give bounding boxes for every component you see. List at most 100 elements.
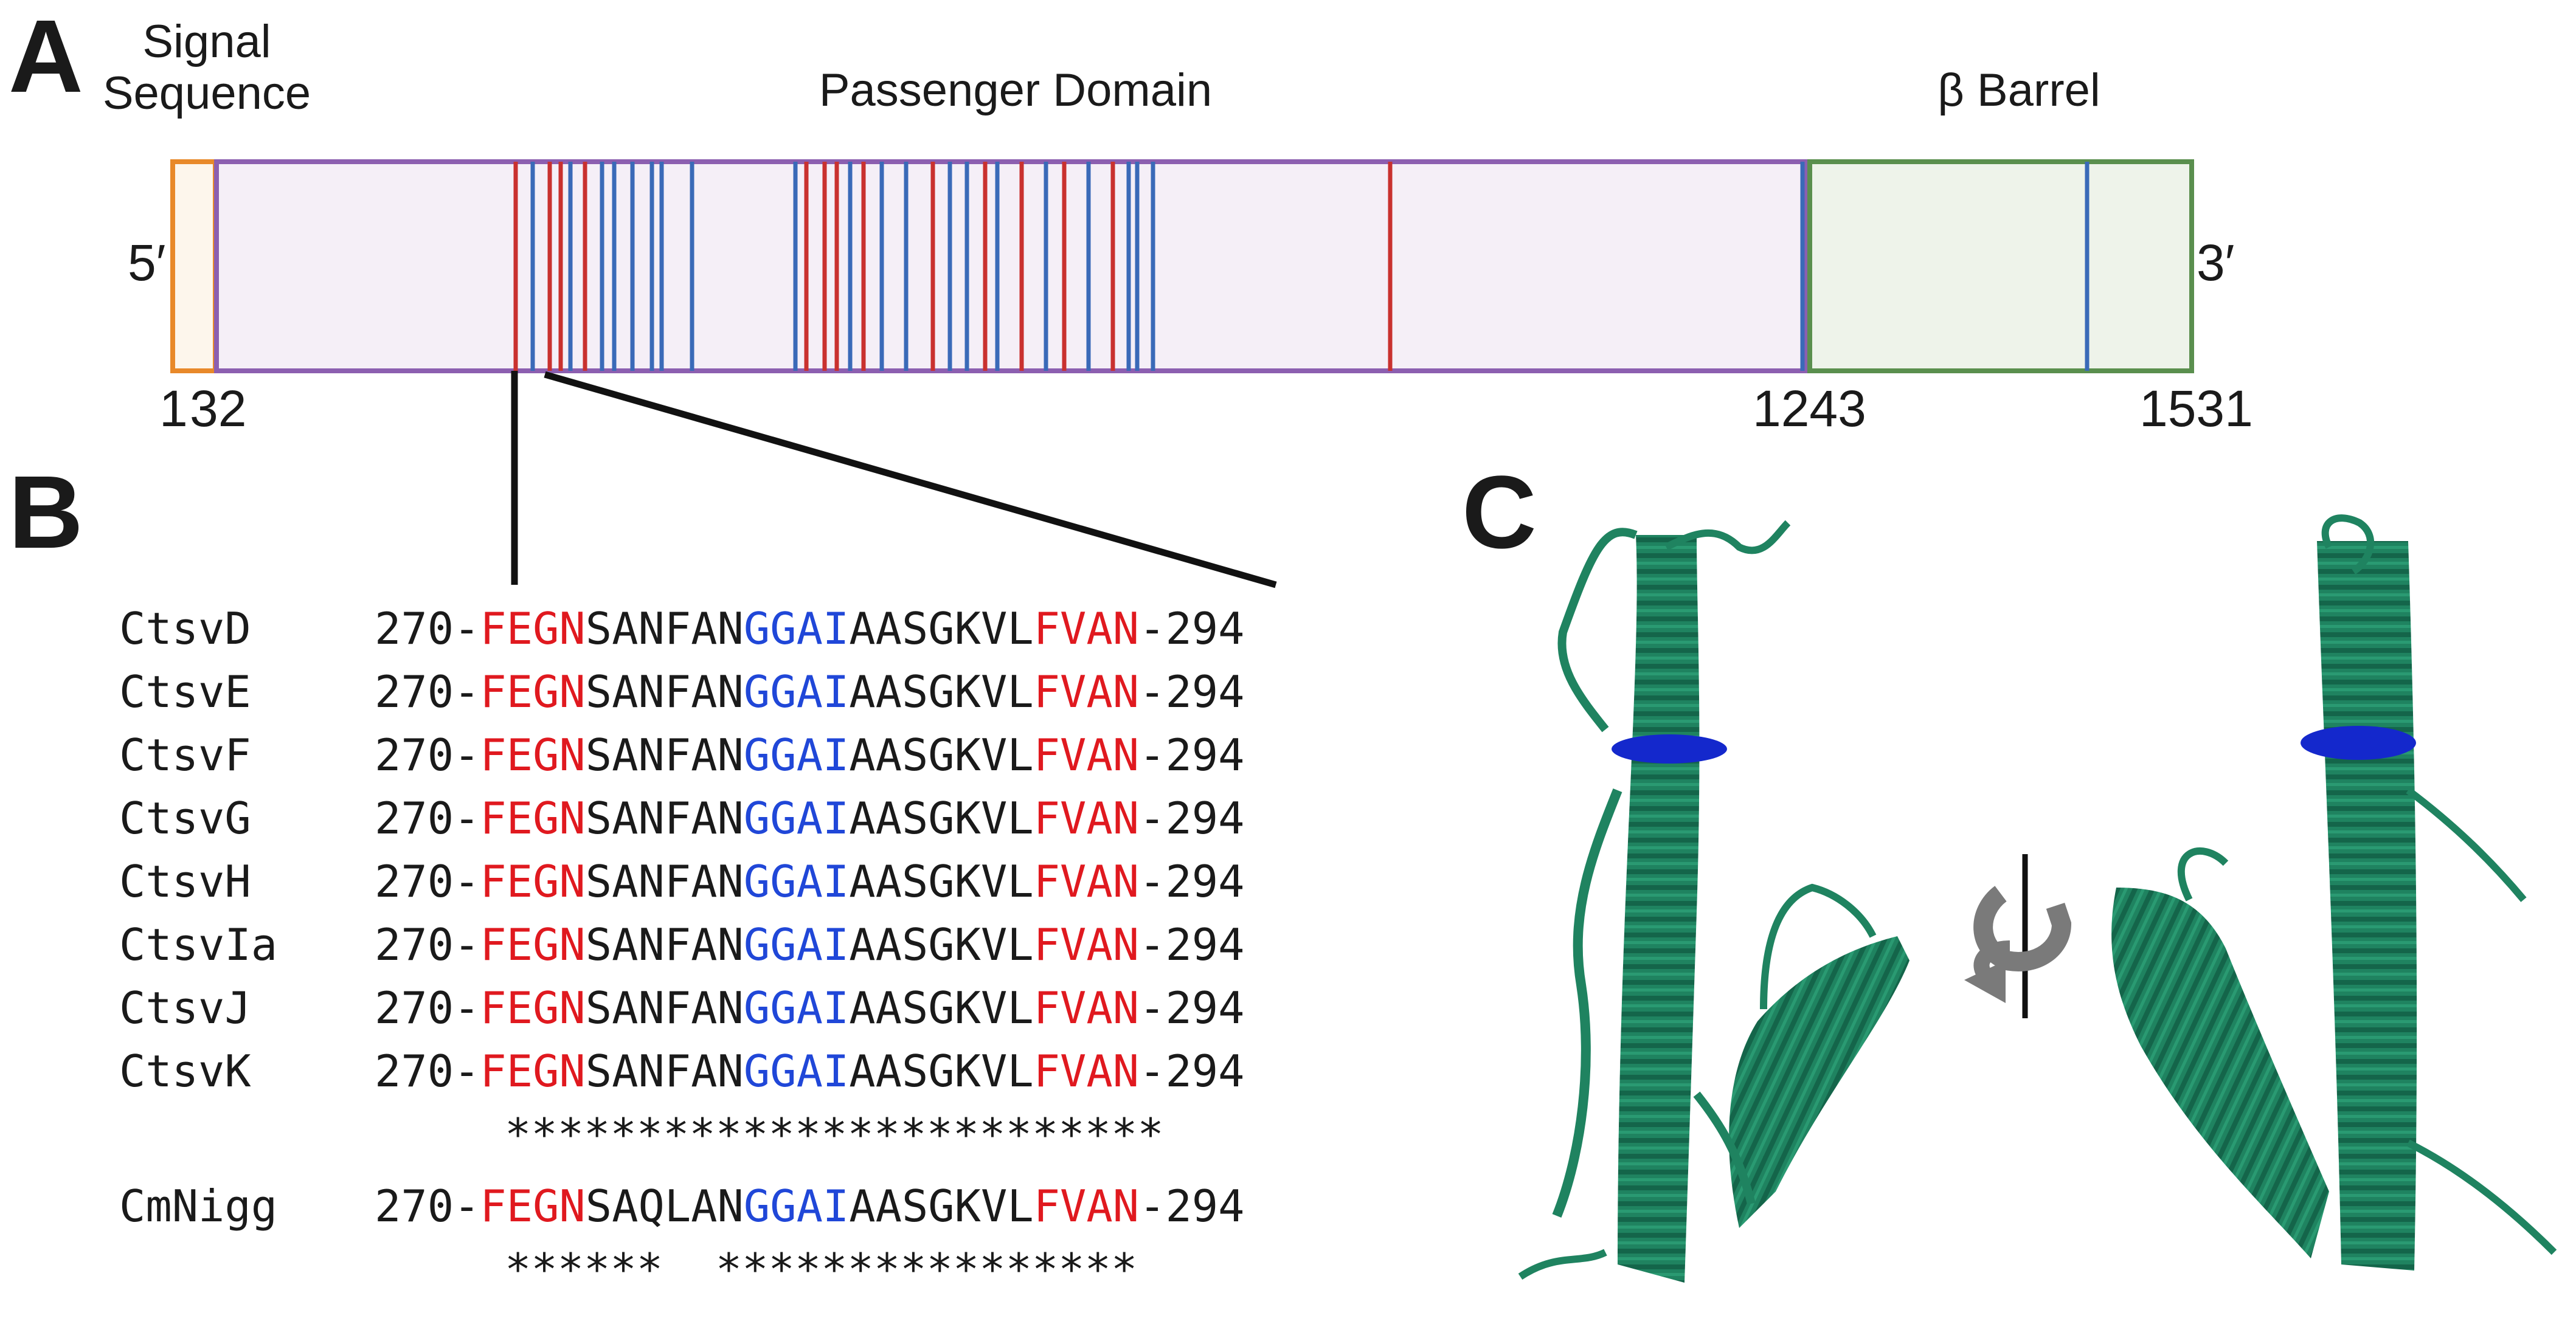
motif-fvan: FVAN [1033, 666, 1140, 717]
sequence-name: CtsvE [119, 666, 251, 717]
seq-after: AASGKVL [849, 1181, 1034, 1232]
motif-fegn: FEGN [480, 1181, 586, 1232]
motif-fegn: FEGN [480, 1046, 586, 1097]
motif-fvan: FVAN [1033, 856, 1140, 907]
passenger-domain-label: Passenger Domain [819, 64, 1213, 116]
motif-fegn: FEGN [480, 666, 586, 717]
seq-end: -294 [1139, 1181, 1245, 1232]
motif-fvan: FVAN [1033, 1046, 1140, 1097]
motif-ggai: GGAI [743, 793, 850, 844]
seq-start: 270- [375, 919, 480, 970]
five-prime-label: 5′ [128, 234, 166, 291]
seq-start: 270- [375, 603, 480, 654]
motif-fvan: FVAN [1033, 603, 1140, 654]
signal-sequence-label: Signal Sequence [91, 16, 322, 119]
seq-after: AASGKVL [849, 603, 1034, 654]
sequence-name: CtsvD [119, 603, 251, 654]
panel-c-letter: C [1462, 455, 1537, 570]
sequence-name: CtsvIa [119, 919, 278, 970]
seq-middle: SANFAN [585, 919, 744, 970]
beta-barrel-label: β Barrel [1937, 64, 2100, 116]
seq-after: AASGKVL [849, 982, 1034, 1033]
passenger-domain-box [214, 159, 1807, 373]
sequence-name: CtsvJ [119, 982, 251, 1033]
seq-middle: SANFAN [585, 793, 744, 844]
seq-middle: SANFAN [585, 666, 744, 717]
sequence-name: CtsvK [119, 1046, 251, 1097]
motif-fegn: FEGN [480, 603, 586, 654]
motif-ggai: GGAI [743, 982, 850, 1033]
structure-left-view [1518, 520, 1909, 1283]
motif-fvan: FVAN [1033, 919, 1140, 970]
seq-start: 270- [375, 729, 480, 781]
position-32-label: 32 [190, 380, 247, 437]
position-1243-label: 1243 [1753, 380, 1866, 437]
seq-end: -294 [1139, 982, 1245, 1033]
seq-after: AASGKVL [849, 919, 1034, 970]
motif-fegn: FEGN [480, 919, 586, 970]
motif-fvan: FVAN [1033, 729, 1140, 781]
seq-start: 270- [375, 1046, 480, 1097]
sequence-name: CtsvH [119, 856, 251, 907]
seq-end: -294 [1139, 603, 1245, 654]
panel-b-letter: B [9, 455, 83, 570]
seq-middle: SANFAN [585, 729, 744, 781]
seq-middle: SANFAN [585, 603, 744, 654]
motif-fegn: FEGN [480, 729, 586, 781]
structure-right-view [2111, 514, 2557, 1271]
sequence-name: CtsvG [119, 793, 251, 844]
motif-ggai: GGAI [743, 919, 850, 970]
motif-fvan: FVAN [1033, 793, 1140, 844]
seq-start: 270- [375, 982, 480, 1033]
seq-end: -294 [1139, 919, 1245, 970]
motif-ggai: GGAI [743, 603, 850, 654]
motif-fegn: FEGN [480, 856, 586, 907]
seq-start: 270- [375, 1181, 480, 1232]
motif-fvan: FVAN [1033, 982, 1140, 1033]
motif-fegn: FEGN [480, 982, 586, 1033]
seq-start: 270- [375, 793, 480, 844]
motif-ggai: GGAI [743, 729, 850, 781]
motif-ggai: GGAI [743, 1046, 850, 1097]
panel-a-letter: A [9, 0, 83, 114]
seq-after: AASGKVL [849, 729, 1034, 781]
conservation-line-2: ****** **************** [505, 1244, 1138, 1295]
seq-end: -294 [1139, 666, 1245, 717]
residue-markers [513, 162, 2090, 371]
highlight-right [2301, 726, 2416, 760]
conservation-line-1: ************************* [505, 1109, 1164, 1160]
position-1531-label: 1531 [2139, 380, 2253, 437]
position-1-label: 1 [159, 380, 188, 437]
seq-end: -294 [1139, 729, 1245, 781]
seq-after: AASGKVL [849, 856, 1034, 907]
seq-after: AASGKVL [849, 793, 1034, 844]
seq-start: 270- [375, 856, 480, 907]
rotation-arrow-icon [1964, 854, 2072, 1018]
three-prime-label: 3′ [2197, 234, 2235, 291]
sequence-name: CmNigg [119, 1181, 278, 1232]
motif-fegn: FEGN [480, 793, 586, 844]
seq-after: AASGKVL [849, 1046, 1034, 1097]
motif-ggai: GGAI [743, 1181, 850, 1232]
seq-middle: SAQLAN [585, 1181, 744, 1232]
seq-start: 270- [375, 666, 480, 717]
seq-end: -294 [1139, 856, 1245, 907]
motif-fvan: FVAN [1033, 1181, 1140, 1232]
zoom-line-right [544, 371, 1277, 588]
beta-barrel-box [1807, 159, 2194, 373]
seq-after: AASGKVL [849, 666, 1034, 717]
sequence-name: CtsvF [119, 729, 251, 781]
signal-sequence-text: Signal Sequence [102, 16, 311, 120]
seq-middle: SANFAN [585, 856, 744, 907]
highlight-left [1612, 734, 1727, 764]
seq-end: -294 [1139, 1046, 1245, 1097]
